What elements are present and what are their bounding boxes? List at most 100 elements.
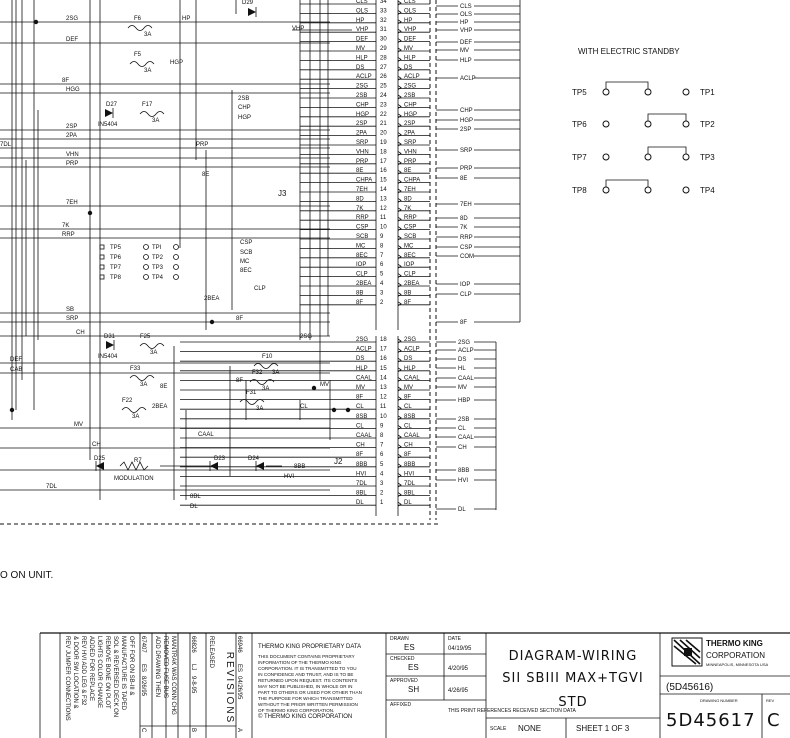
mid-wire-label: DL [190,504,198,510]
proprietary-title: THERMO KING PROPRIETARY DATA [258,644,361,650]
j3-pin-wire-label: ACLP [356,74,372,80]
j3-pin-wire-label: 7K [356,206,363,212]
j3-pin-wire-label: CLS [356,0,368,5]
j3-pin-number: 22 [380,112,387,118]
j3-pin-number: 6 [380,262,384,268]
j2-pin-wire-label: DL [356,500,364,506]
right-terminal-label: HP [460,20,468,26]
left-wire-label: CAB [10,367,22,373]
j2-pin-wire-label: CH [356,443,365,449]
mid-wire-label: 8F [236,378,243,384]
fuse-label: F31 [246,390,257,396]
local-test-point-label: TP3 [152,265,164,271]
j3-pin-arrow [397,38,402,43]
local-test-point-label: TP4 [152,275,164,281]
resistor-note: MODULATION [114,476,154,482]
right-terminal-label: IOP [460,282,470,288]
j2-pin-number: 13 [380,385,387,391]
mid-wire-label: HVI [284,474,294,480]
j3-pin-number: 19 [380,140,387,146]
j2-pin-wire-label: CL [356,404,364,410]
standby-test-point-label: TP6 [572,120,587,129]
fuse-rating: 3A [262,386,269,392]
j2-pin-wire-label: CL [356,423,364,429]
j3-pin-label: 2SP [404,121,415,127]
j3-pin-label: 7EH [404,187,416,193]
revision-note-line: SOL & REVERSED DECK ON [112,636,118,717]
fuse-label: F33 [130,366,141,372]
affixed-label: AFFIXED [390,702,412,708]
ref-number: (5D45616) [666,682,713,693]
j3-pin-wire-label: SCB [356,234,368,240]
mid-wire-label: 2BEA [152,404,167,410]
right-terminal-label: HGP [460,118,473,124]
j3-pin-wire-label: IOP [356,262,366,268]
j3-pin-arrow [397,0,402,6]
j3-pin-wire-label: 8B [356,290,363,296]
left-wire-label: SB [66,307,74,313]
diode-label: D27 [106,102,118,108]
right-terminal-label: 7EH [460,202,472,208]
j3-pin-wire-label: CHPA [356,178,372,184]
proprietary-text-line: INFORMATION OF THE THERMO KING [258,660,342,665]
j3-pin-number: 9 [380,234,384,240]
revision-date: 8/26/95 [140,676,146,697]
j3-pin-arrow [397,207,402,213]
j3-pin-number: 33 [380,8,387,14]
test-point-terminal [602,186,610,194]
j3-pin-arrow [397,85,402,90]
left-wire-label: 8F [62,78,69,84]
right-terminal-label: CSP [460,245,472,251]
right-terminal-label: 8D [460,216,468,222]
j2-pin-arrow [397,377,402,382]
j2-pin-wire-label: CAAL [356,433,372,439]
right-terminal-label: HL [458,366,466,372]
company-city: MINNEAPOLIS, MINNESOTA USA [706,662,768,667]
j3-pin-wire-label: OLS [356,8,368,14]
fuse-label: F10 [262,354,273,360]
j3-pin-number: 2 [380,300,384,306]
mid-wire-label: MV [320,382,329,388]
j3-pin-wire-label: 2BEA [356,281,371,287]
fuse-label: F5 [134,52,142,58]
j3-pin-wire-label: RRP [356,215,369,221]
j3-pin-label: VHP [404,27,416,33]
j2-pin-number: 15 [380,366,387,372]
mid-wire-label: HGP [238,115,251,121]
company-sub: CORPORATION [706,651,765,660]
test-point-terminal [682,186,690,194]
mid-wire-label: 2SB [238,96,249,102]
test-point-terminal [682,120,690,128]
title-block: REVISIONS REV JUMPER CONNECTIONS& DOOR S… [39,632,790,738]
revision-note-line: ADDED FOR REPLACE [88,636,94,701]
right-terminal-label: PRP [460,166,472,172]
j3-pin-arrow [397,254,402,260]
j3-pin-wire-label: 8E [356,168,363,174]
local-test-point-label: TP8 [110,275,122,281]
proprietary-text-line: WITHOUT THE PRIOR WRITTEN PERMISSION [258,702,358,707]
revision-ecn: 67407 [140,636,146,653]
right-terminal-label: 2SB [458,417,469,423]
j3-pin-label: RRP [404,215,417,221]
j3-pin-arrow [397,94,402,100]
j3-pin-number: 5 [380,272,384,278]
j2-pin-arrow [397,357,402,363]
j2-pin-arrow [397,425,402,430]
right-terminal-label: 8BB [458,468,469,474]
revision-note-line: OFF FOR ON SB-III & [128,636,134,695]
left-wire-label: DEF [10,357,22,363]
j2-pin-number: 3 [380,481,384,487]
junction-dot [33,19,39,25]
mid-wire-label: 8E [160,384,167,390]
right-terminal-label: HBP [458,398,470,404]
j3-pin-label: HLP [404,55,416,61]
connector-j3 [375,0,399,330]
right-terminal-label: CH [458,445,467,451]
j2-pin-label: CAAL [404,375,420,381]
j2-pin-label: CH [404,443,413,449]
title-line-2: SII SBIII MAX+TGVI [502,671,644,686]
j3-pin-number: 26 [380,74,387,80]
j3-pin-arrow [397,179,402,184]
fuse-label: F32 [252,370,263,376]
j3-pin-number: 3 [380,290,384,296]
